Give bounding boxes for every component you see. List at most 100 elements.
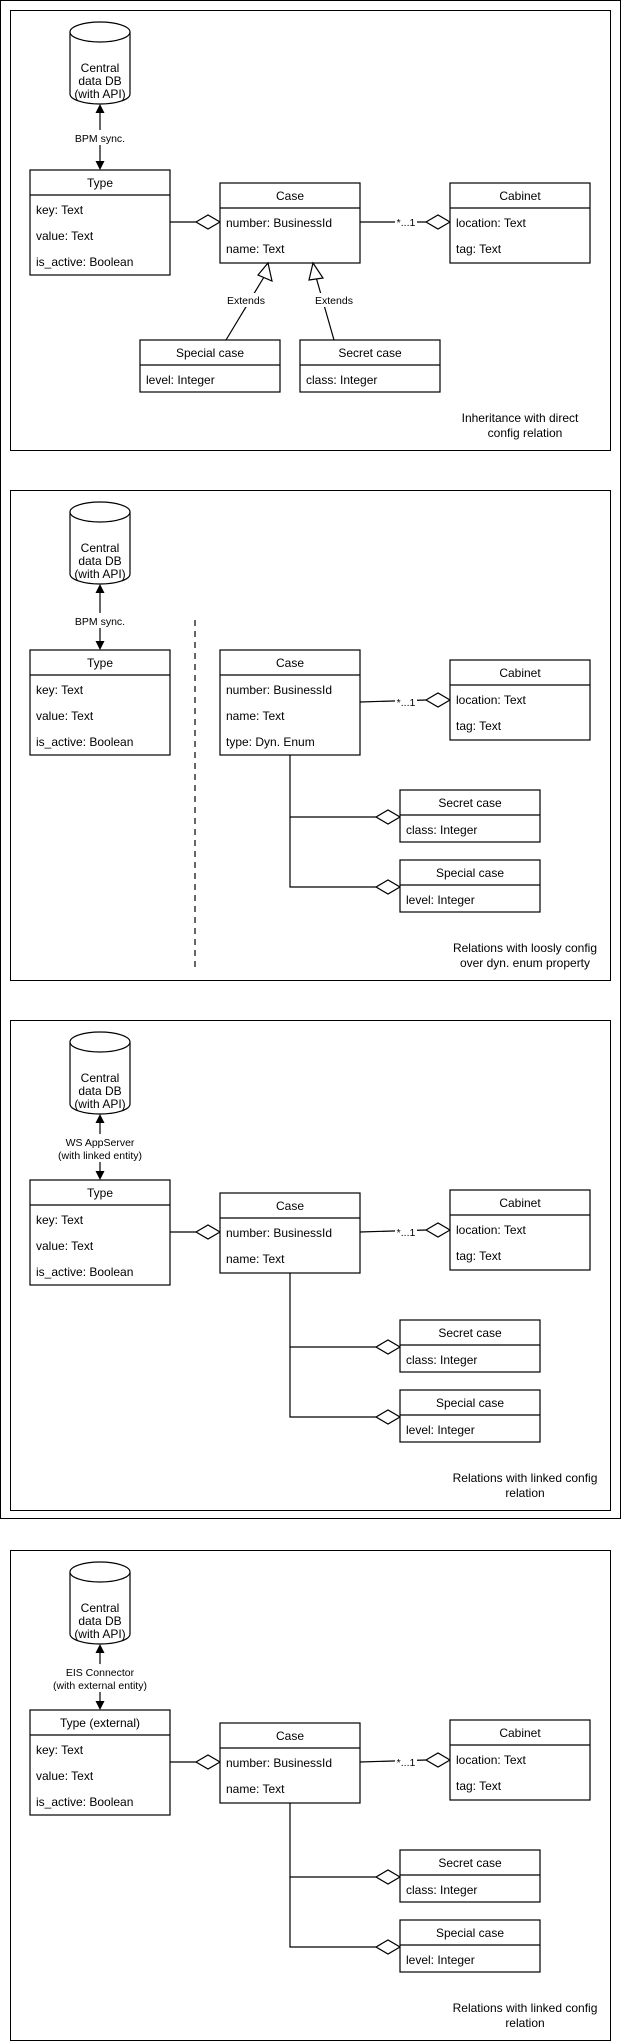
panel-frame — [10, 490, 611, 981]
db-label-line: data DB — [78, 1084, 121, 1098]
aggregation-case-cabinet[interactable]: *...1 — [359, 1222, 452, 1239]
cabinet-class[interactable]: Cabinet location: Text tag: Text — [449, 659, 591, 741]
central-db[interactable]: Central data DB (with API) — [69, 21, 131, 105]
sync-connector[interactable]: BPM sync. — [70, 584, 130, 650]
class-attribute: tag: Text — [456, 1779, 502, 1793]
aggregation-case-secret[interactable] — [289, 755, 402, 825]
panel-caption: over dyn. enum property — [460, 956, 590, 970]
secret-case-class[interactable]: Secret case class: Integer — [299, 339, 441, 393]
central-db[interactable]: Central data DB (with API) — [69, 1561, 131, 1645]
aggregation-case-special[interactable] — [289, 1877, 402, 1955]
sync-label: EIS Connector — [66, 1667, 135, 1679]
class-title: Case — [276, 189, 304, 203]
class-attribute: is_active: Boolean — [36, 1795, 133, 1809]
multiplicity-label: *...1 — [397, 217, 416, 229]
class-attribute: location: Text — [456, 1753, 526, 1767]
db-label-line: Central — [81, 61, 120, 75]
central-db[interactable]: Central data DB (with API) — [69, 501, 131, 585]
cabinet-class[interactable]: Cabinet location: Text tag: Text — [449, 182, 591, 264]
aggregation-type-case[interactable] — [170, 214, 222, 230]
class-attribute: number: BusinessId — [226, 1226, 332, 1240]
type-class[interactable]: Type (external) key: Text value: Text is… — [29, 1709, 171, 1816]
db-label-line: Central — [81, 1601, 120, 1615]
class-attribute: key: Text — [36, 203, 84, 217]
special-case-class[interactable]: Special case level: Integer — [399, 859, 541, 913]
panel-caption: Relations with linked config — [453, 2001, 598, 2015]
class-attribute: value: Text — [36, 229, 94, 243]
db-label-line: (with API) — [74, 567, 125, 581]
case-class[interactable]: Case number: BusinessId name: Text — [219, 1192, 361, 1274]
db-label-line: (with API) — [74, 1627, 125, 1641]
aggregation-type-case[interactable] — [170, 1224, 222, 1240]
case-class[interactable]: Case number: BusinessId name: Text — [219, 1722, 361, 1804]
central-db[interactable]: Central data DB (with API) — [69, 1031, 131, 1115]
extends-secret[interactable]: Extends — [308, 261, 356, 341]
case-class[interactable]: Case number: BusinessId name: Text — [219, 182, 361, 264]
aggregation-case-secret[interactable] — [289, 1273, 402, 1355]
sync-label: WS AppServer — [66, 1137, 135, 1149]
class-attribute: is_active: Boolean — [36, 1265, 133, 1279]
class-attribute: number: BusinessId — [226, 216, 332, 230]
special-case-class[interactable]: Special case level: Integer — [399, 1919, 541, 1973]
class-title: Secret case — [338, 346, 402, 360]
panel-caption: Relations with linked config — [453, 1471, 598, 1485]
db-label-line: data DB — [78, 74, 121, 88]
class-attribute: tag: Text — [456, 719, 502, 733]
aggregation-case-special[interactable] — [289, 1347, 402, 1425]
type-class[interactable]: Type key: Text value: Text is_active: Bo… — [29, 649, 171, 756]
class-title: Cabinet — [499, 189, 541, 203]
panel-caption: config relation — [488, 426, 563, 440]
panel-frame — [10, 1020, 611, 1511]
aggregation-case-cabinet[interactable]: *...1 — [360, 214, 452, 230]
class-attribute: key: Text — [36, 1743, 84, 1757]
class-attribute: class: Integer — [406, 823, 477, 837]
secret-case-class[interactable]: Secret case class: Integer — [399, 789, 541, 843]
cabinet-class[interactable]: Cabinet location: Text tag: Text — [449, 1189, 591, 1271]
aggregation-case-special[interactable] — [289, 817, 402, 895]
aggregation-case-secret[interactable] — [289, 1803, 402, 1885]
panel-dyn-enum: Central data DB (with API) BPM sync. Typ… — [10, 490, 611, 981]
special-case-class[interactable]: Special case level: Integer — [139, 339, 281, 393]
class-attribute: location: Text — [456, 693, 526, 707]
secret-case-class[interactable]: Secret case class: Integer — [399, 1849, 541, 1903]
aggregation-type-case[interactable] — [170, 1754, 222, 1770]
db-label-line: Central — [81, 1071, 120, 1085]
class-title: Secret case — [438, 1856, 502, 1870]
aggregation-case-cabinet[interactable]: *...1 — [359, 1752, 452, 1769]
extends-label: Extends — [315, 295, 353, 307]
aggregation-case-cabinet[interactable]: *...1 — [359, 692, 452, 709]
sync-connector[interactable]: EIS Connector (with external entity) — [48, 1644, 152, 1710]
cabinet-class[interactable]: Cabinet location: Text tag: Text — [449, 1719, 591, 1801]
extends-special[interactable]: Extends — [224, 261, 273, 341]
class-title: Special case — [436, 1926, 504, 1940]
sync-connector[interactable]: BPM sync. — [70, 104, 130, 170]
sync-label: (with external entity) — [53, 1680, 147, 1692]
special-case-class[interactable]: Special case level: Integer — [399, 1389, 541, 1443]
multiplicity-label: *...1 — [397, 1757, 416, 1769]
panel-frame — [10, 10, 611, 451]
sync-connector[interactable]: WS AppServer (with linked entity) — [52, 1114, 148, 1180]
sync-label: BPM sync. — [75, 616, 125, 628]
type-class[interactable]: Type key: Text value: Text is_active: Bo… — [29, 1179, 171, 1286]
class-title: Cabinet — [499, 1726, 541, 1740]
class-title: Type — [87, 656, 113, 670]
type-class[interactable]: Type key: Text value: Text is_active: Bo… — [29, 169, 171, 276]
class-attribute: tag: Text — [456, 242, 502, 256]
class-attribute: class: Integer — [406, 1883, 477, 1897]
class-attribute: key: Text — [36, 683, 84, 697]
class-attribute: value: Text — [36, 709, 94, 723]
class-title: Secret case — [438, 796, 502, 810]
class-attribute: number: BusinessId — [226, 683, 332, 697]
panel-caption: relation — [505, 2016, 544, 2030]
class-title: Special case — [436, 866, 504, 880]
class-attribute: name: Text — [226, 242, 285, 256]
multiplicity-label: *...1 — [397, 697, 416, 709]
secret-case-class[interactable]: Secret case class: Integer — [399, 1319, 541, 1373]
class-attribute: location: Text — [456, 1223, 526, 1237]
class-title: Special case — [436, 1396, 504, 1410]
panel-inheritance: Central data DB (with API) BPM sync. Typ… — [10, 10, 611, 451]
class-attribute: name: Text — [226, 1782, 285, 1796]
case-class[interactable]: Case number: BusinessId name: Text type:… — [219, 649, 361, 756]
class-title: Type (external) — [60, 1716, 140, 1730]
class-attribute: is_active: Boolean — [36, 735, 133, 749]
